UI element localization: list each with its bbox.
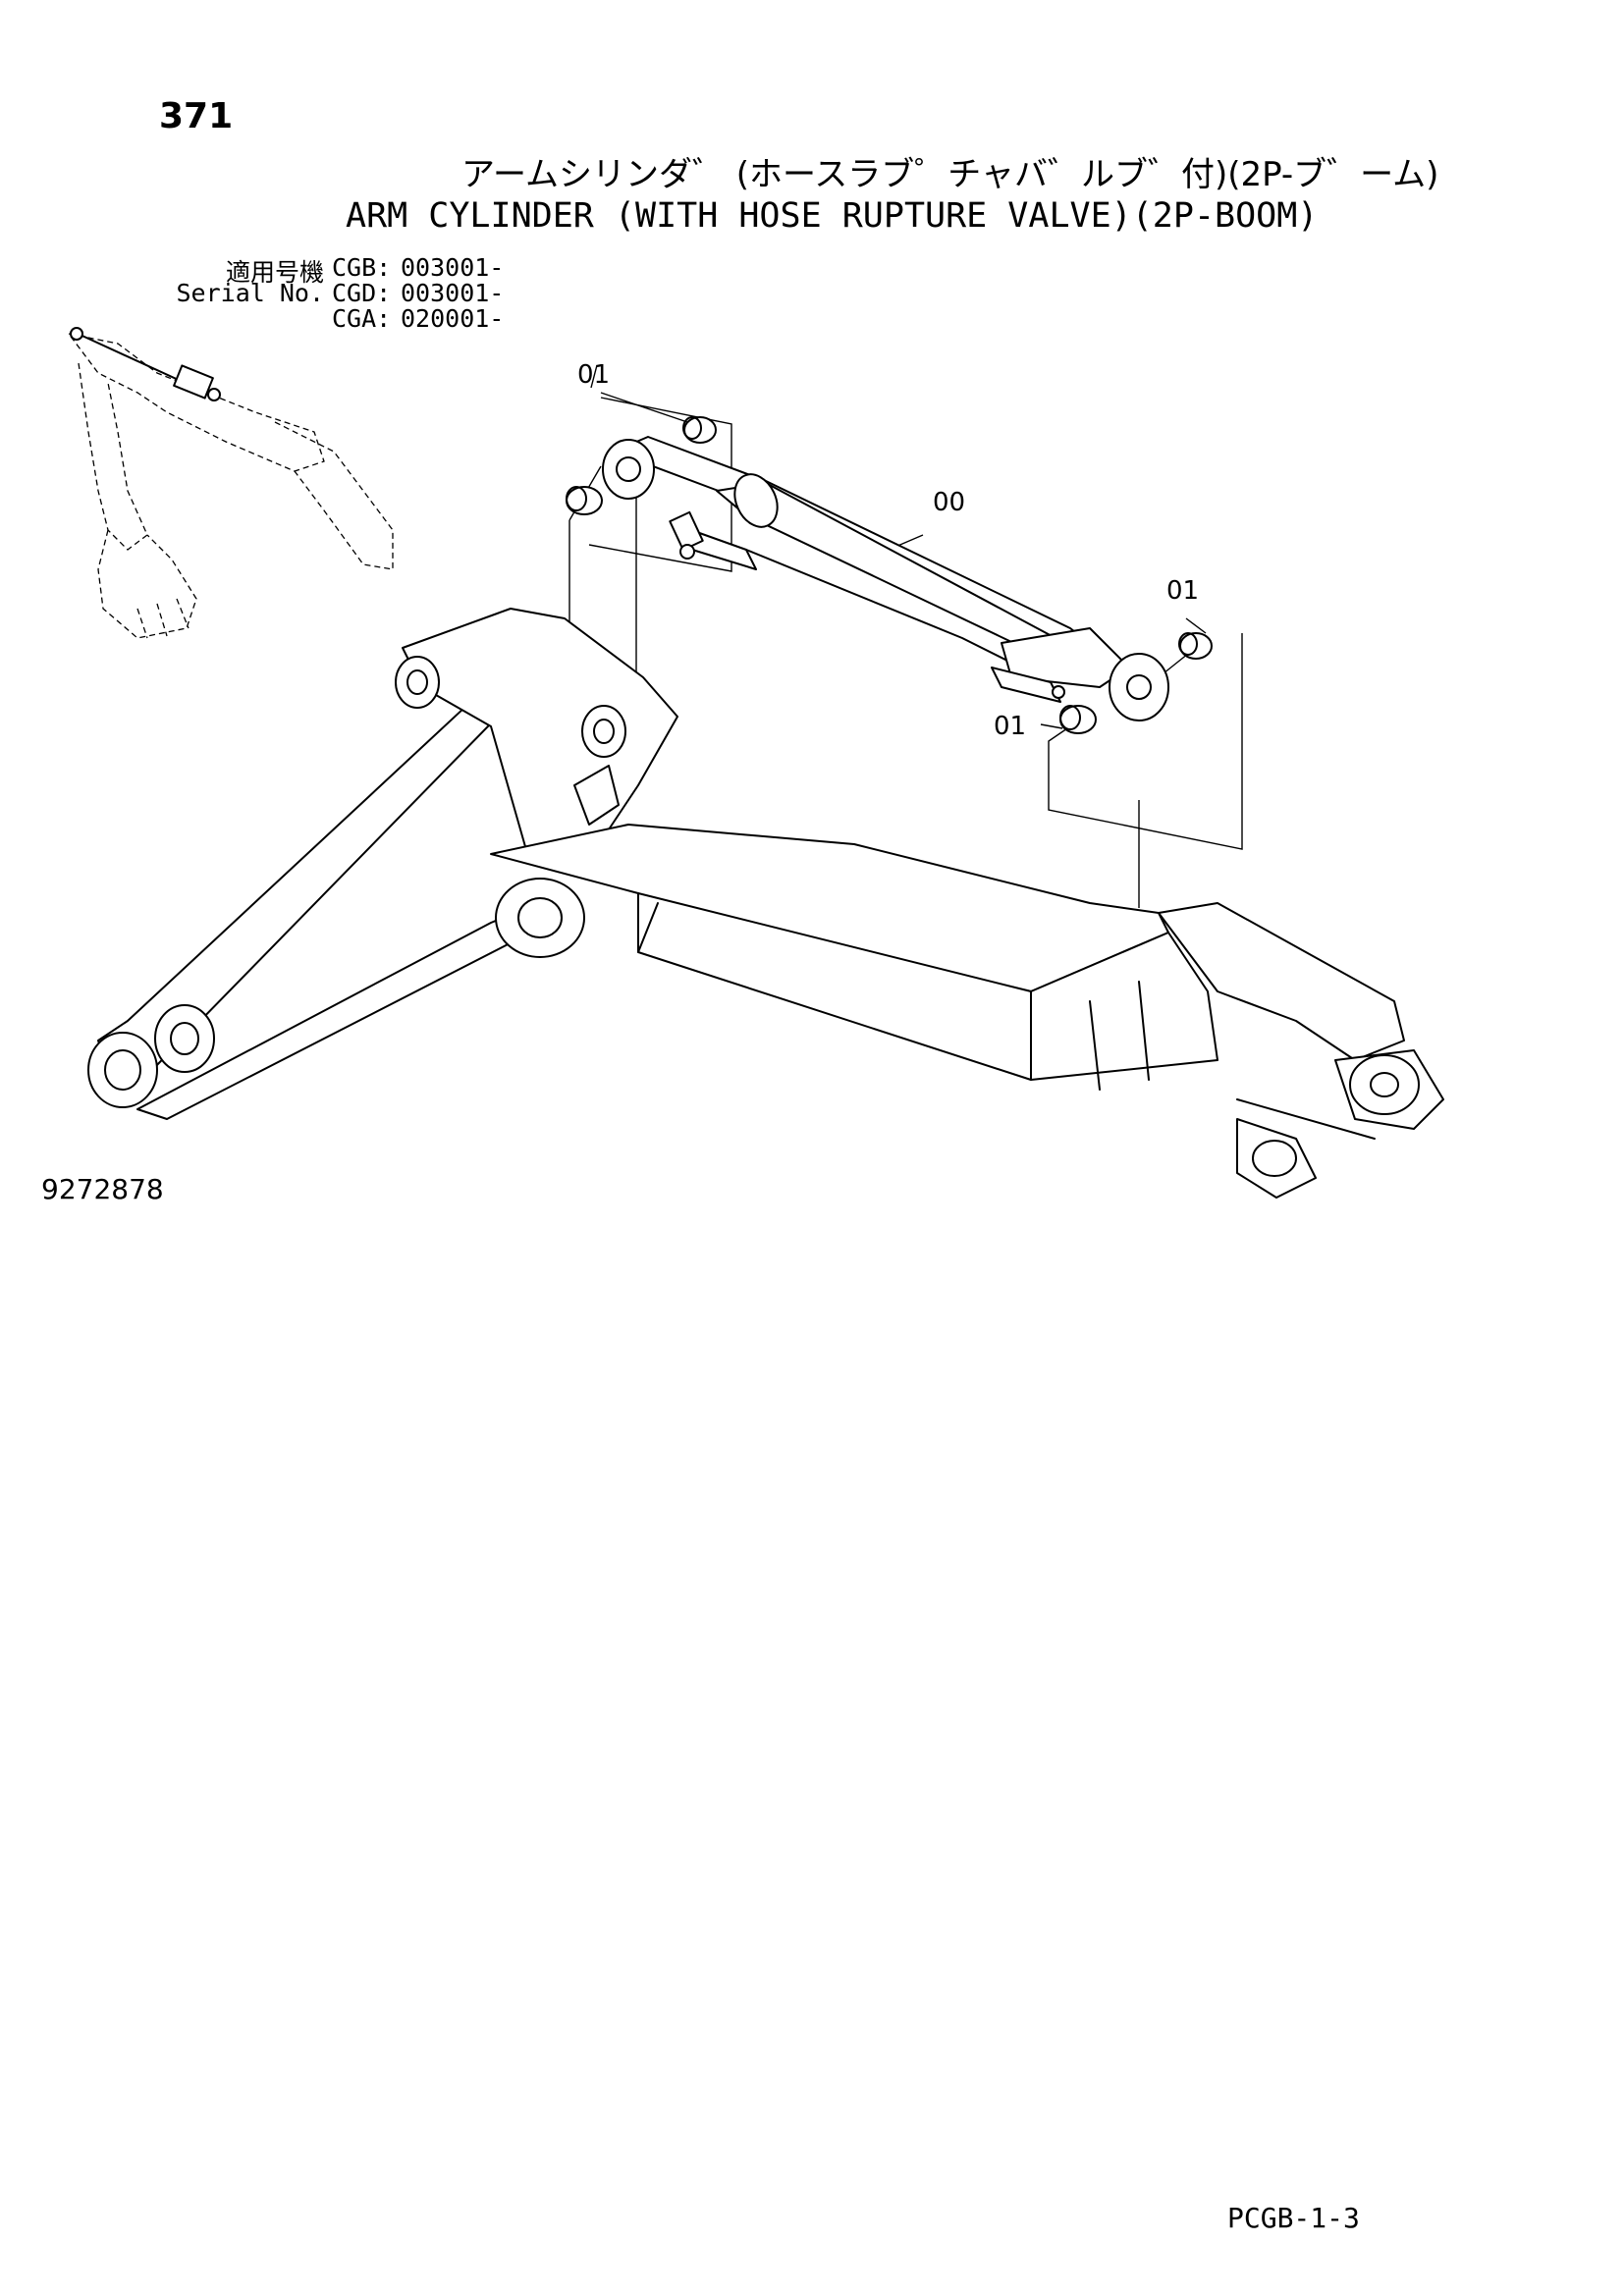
callouts: 01 00 01 01 xyxy=(577,360,1199,741)
callout-label: 00 xyxy=(933,488,965,517)
callout-label: 01 xyxy=(994,712,1026,741)
page-number: 371 xyxy=(159,96,234,136)
page-code: PCGB-1-3 xyxy=(1227,2202,1360,2234)
figure-number: 9272878 xyxy=(41,1173,164,1205)
bushings xyxy=(566,416,1213,734)
callout-label: 01 xyxy=(577,360,610,390)
serial-start: 003001- xyxy=(401,279,505,307)
excavator-locator-thumbnail xyxy=(67,327,394,639)
callout-label: 01 xyxy=(1166,576,1199,606)
serial-model: CGD: xyxy=(332,279,392,307)
serial-start: 003001- xyxy=(401,253,505,282)
arm-cylinder xyxy=(602,436,1169,721)
serial-label-japanese: 適用号機 xyxy=(225,258,324,287)
title-english: ARM CYLINDER (WITH HOSE RUPTURE VALVE)(2… xyxy=(346,196,1319,236)
serial-start: 020001- xyxy=(401,304,505,333)
title-japanese: アームシリンダ゛ (ホースラブ゜チャバ゛ルブ゛付)(2P-ブ゛ーム) xyxy=(461,155,1439,194)
boom xyxy=(87,608,1444,1199)
serial-model: CGA: xyxy=(332,304,392,333)
serial-label-english: Serial No. xyxy=(176,279,324,307)
serial-model: CGB: xyxy=(332,253,392,282)
parts-diagram: 01 00 01 01 xyxy=(67,327,1444,1199)
